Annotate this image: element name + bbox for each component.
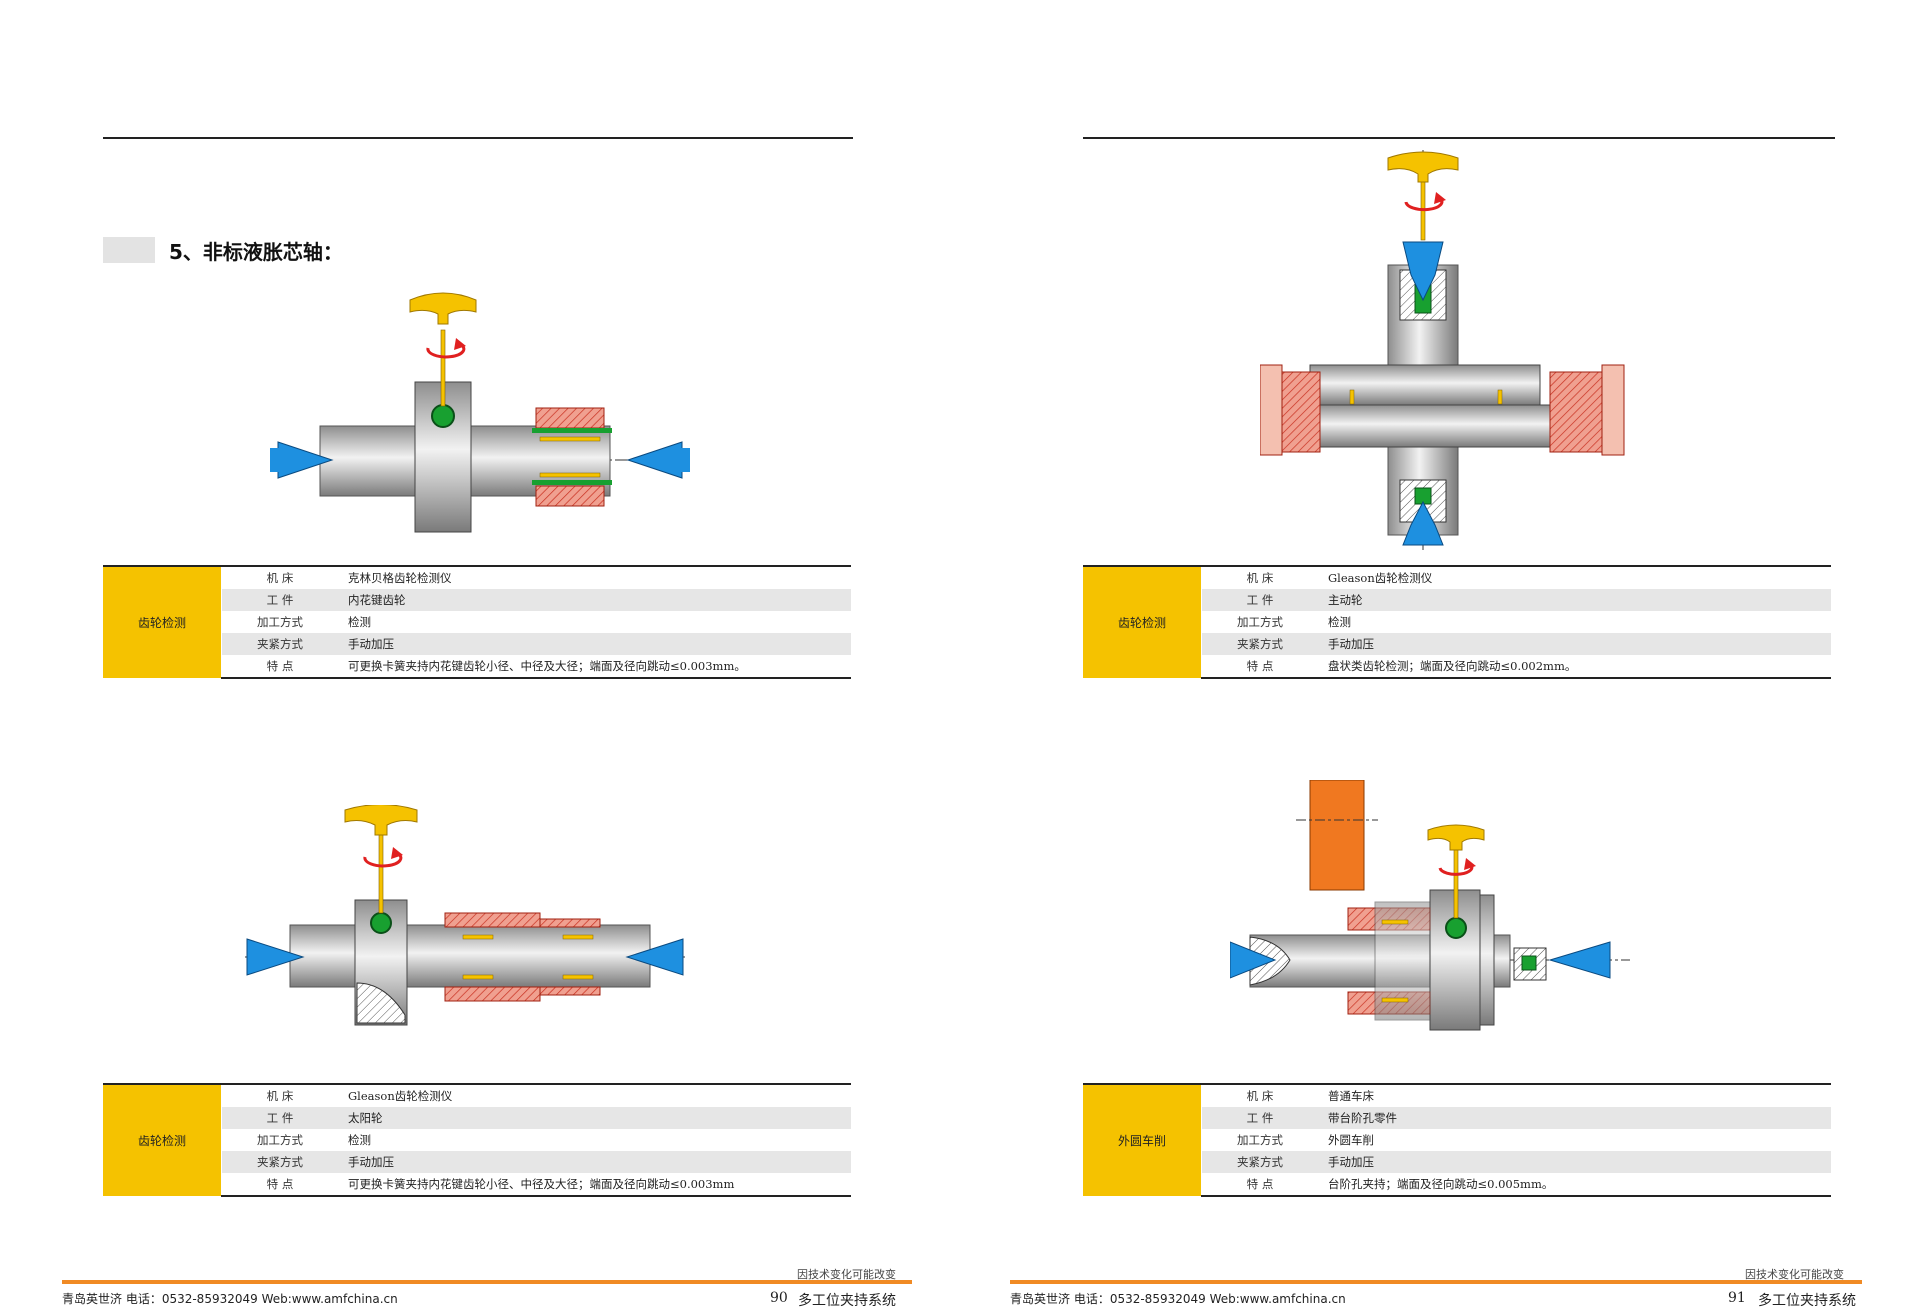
catalog-title: 多工位夹持系统 bbox=[798, 1293, 896, 1309]
row-value: 克林贝格齿轮检测仪 bbox=[338, 565, 851, 589]
row-label: 特 点 bbox=[221, 1173, 338, 1197]
row-label: 机 床 bbox=[1201, 1083, 1318, 1107]
row-label: 工 件 bbox=[221, 1107, 338, 1129]
row-value: 检测 bbox=[348, 615, 371, 629]
spec-table-1: 齿轮检测 机 床 克林贝格齿轮检测仪 工 件 内花键齿轮 加工方式 检测 夹紧方… bbox=[103, 565, 851, 679]
row-label: 加工方式 bbox=[1201, 1129, 1318, 1151]
table-row: 加工方式 检测 bbox=[103, 611, 851, 633]
mandrel-drawing-1 bbox=[270, 292, 690, 533]
table-row: 齿轮检测 机 床 Gleason齿轮检测仪 bbox=[1083, 565, 1831, 678]
row-label: 工 件 bbox=[1201, 589, 1318, 611]
section-title: 5、非标液胀芯轴： bbox=[169, 239, 343, 264]
table-row: 加工方式 外圆车削 bbox=[1083, 1129, 1831, 1151]
category-cell: 齿轮检测 bbox=[103, 1083, 222, 1196]
row-value: 太阳轮 bbox=[338, 1107, 851, 1129]
row-label: 特 点 bbox=[221, 655, 338, 679]
row-value: 检测 bbox=[348, 1133, 371, 1147]
row-value: 普通车床 bbox=[1318, 1083, 1831, 1107]
table-row: 加工方式 检测 bbox=[103, 1129, 851, 1151]
table-row: 工 件 带台阶孔零件 bbox=[1083, 1107, 1831, 1129]
mandrel-drawing-3 bbox=[1260, 150, 1625, 550]
spec-table-2: 齿轮检测 机 床 Gleason齿轮检测仪 工 件 太阳轮 加工方式 检测 夹紧… bbox=[103, 1083, 851, 1197]
row-value: 内花键齿轮 bbox=[338, 589, 851, 611]
table-row: 夹紧方式 手动加压 bbox=[103, 1151, 851, 1173]
category-cell: 齿轮检测 bbox=[1083, 565, 1202, 678]
table-row: 工 件 内花键齿轮 bbox=[103, 589, 851, 611]
table-row: 夹紧方式 手动加压 bbox=[1083, 1151, 1831, 1173]
row-label: 夹紧方式 bbox=[1201, 633, 1318, 655]
row-label: 夹紧方式 bbox=[1201, 1151, 1318, 1173]
row-value: 可更换卡簧夹持内花键齿轮小径、中径及大径；端面及径向跳动≤0.003mm bbox=[338, 1173, 851, 1197]
footer-rule bbox=[1010, 1280, 1862, 1284]
page-number: 91 bbox=[1728, 1290, 1746, 1306]
table-row: 加工方式 检测 bbox=[1083, 611, 1831, 633]
row-value: 手动加压 bbox=[338, 1151, 851, 1173]
category-cell: 齿轮检测 bbox=[103, 565, 222, 678]
heading-marker bbox=[103, 237, 155, 263]
row-label: 加工方式 bbox=[1201, 611, 1318, 633]
table-row: 齿轮检测 机 床 Gleason齿轮检测仪 bbox=[103, 1083, 851, 1196]
mandrel-drawing-4 bbox=[1230, 780, 1630, 1031]
table-row: 工 件 主动轮 bbox=[1083, 589, 1831, 611]
row-value: 手动加压 bbox=[1318, 1151, 1831, 1173]
table-row: 特 点 可更换卡簧夹持内花键齿轮小径、中径及大径；端面及径向跳动≤0.003mm bbox=[103, 1173, 851, 1197]
table-row: 工 件 太阳轮 bbox=[103, 1107, 851, 1129]
row-value: 手动加压 bbox=[1318, 633, 1831, 655]
row-value: 带台阶孔零件 bbox=[1318, 1107, 1831, 1129]
table-row: 夹紧方式 手动加压 bbox=[103, 633, 851, 655]
row-label: 特 点 bbox=[1201, 1173, 1318, 1197]
row-value: Gleason齿轮检测仪 bbox=[1318, 565, 1831, 589]
row-label: 机 床 bbox=[221, 565, 338, 589]
row-label: 工 件 bbox=[1201, 1107, 1318, 1129]
footer-contact: 青岛英世济 电话：0532-85932049 Web:www.amfchina.… bbox=[1010, 1292, 1346, 1306]
table-row: 夹紧方式 手动加压 bbox=[1083, 633, 1831, 655]
top-rule bbox=[103, 137, 853, 139]
table-row: 齿轮检测 机 床 克林贝格齿轮检测仪 bbox=[103, 565, 851, 678]
row-label: 工 件 bbox=[221, 589, 338, 611]
catalog-title: 多工位夹持系统 bbox=[1758, 1293, 1856, 1309]
row-value: Gleason齿轮检测仪 bbox=[338, 1083, 851, 1107]
row-value: 盘状类齿轮检测；端面及径向跳动≤0.002mm。 bbox=[1318, 655, 1831, 679]
top-rule bbox=[1083, 137, 1835, 139]
spec-table-4: 外圆车削 机 床 普通车床 工 件 带台阶孔零件 加工方式 外圆车削 夹紧方式 … bbox=[1083, 1083, 1831, 1197]
row-label: 机 床 bbox=[221, 1083, 338, 1107]
row-value: 检测 bbox=[1328, 615, 1351, 629]
footer-rule bbox=[62, 1280, 912, 1284]
row-value: 主动轮 bbox=[1318, 589, 1831, 611]
table-row: 外圆车削 机 床 普通车床 bbox=[1083, 1083, 1831, 1196]
footer-note: 因技术变化可能改变 bbox=[797, 1268, 896, 1281]
section-heading: 5、非标液胀芯轴： bbox=[103, 237, 343, 264]
table-row: 特 点 可更换卡簧夹持内花键齿轮小径、中径及大径；端面及径向跳动≤0.003mm… bbox=[103, 655, 851, 679]
right-page: 齿轮检测 机 床 Gleason齿轮检测仪 工 件 主动轮 加工方式 检测 夹紧… bbox=[960, 0, 1920, 1311]
left-page: 5、非标液胀芯轴： 齿轮检测 机 床 bbox=[62, 137, 912, 1309]
spec-table-3: 齿轮检测 机 床 Gleason齿轮检测仪 工 件 主动轮 加工方式 检测 夹紧… bbox=[1083, 565, 1831, 679]
row-label: 夹紧方式 bbox=[221, 633, 338, 655]
mandrel-drawing-2 bbox=[245, 805, 685, 1026]
footer-contact: 青岛英世济 电话：0532-85932049 Web:www.amfchina.… bbox=[62, 1292, 398, 1306]
row-value: 可更换卡簧夹持内花键齿轮小径、中径及大径；端面及径向跳动≤0.003mm。 bbox=[338, 655, 851, 679]
row-label: 加工方式 bbox=[221, 1129, 338, 1151]
table-row: 特 点 盘状类齿轮检测；端面及径向跳动≤0.002mm。 bbox=[1083, 655, 1831, 679]
footer-note: 因技术变化可能改变 bbox=[1745, 1268, 1844, 1281]
category-cell: 外圆车削 bbox=[1083, 1083, 1202, 1196]
page-number: 90 bbox=[770, 1290, 788, 1306]
row-label: 加工方式 bbox=[221, 611, 338, 633]
row-value: 外圆车削 bbox=[1328, 1133, 1374, 1147]
row-label: 夹紧方式 bbox=[221, 1151, 338, 1173]
row-value: 台阶孔夹持；端面及径向跳动≤0.005mm。 bbox=[1318, 1173, 1831, 1197]
row-label: 机 床 bbox=[1201, 565, 1318, 589]
row-label: 特 点 bbox=[1201, 655, 1318, 679]
table-row: 特 点 台阶孔夹持；端面及径向跳动≤0.005mm。 bbox=[1083, 1173, 1831, 1197]
row-value: 手动加压 bbox=[338, 633, 851, 655]
